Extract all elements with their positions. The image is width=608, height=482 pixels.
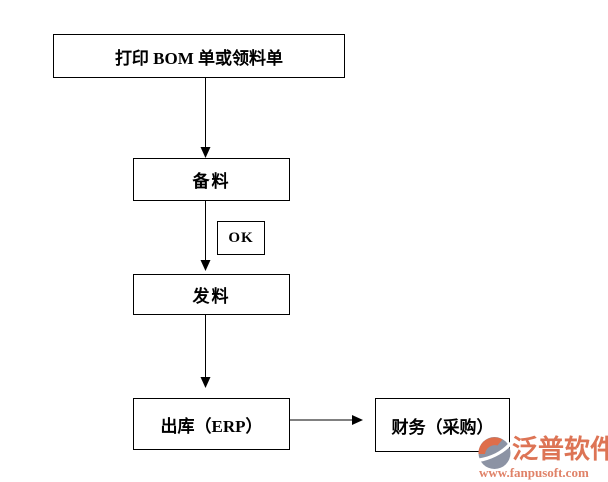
node-print-bom: 打印 BOM 单或领料单 [53, 34, 345, 78]
brand-url: www.fanpusoft.com [479, 465, 589, 480]
arrow-outbound-to-finance [290, 415, 363, 425]
arrow-print-to-prepare [200, 78, 211, 158]
node-issue-material: 发料 [133, 274, 290, 315]
brand-name: 泛普软件 [512, 435, 608, 464]
node-finance-purchase: 财务（采购） [375, 398, 510, 452]
arrow-issue-to-outbound [200, 315, 211, 388]
node-prepare-material-label: 备料 [192, 172, 231, 191]
fanpu-watermark: 泛普软件 www.fanpusoft.com [476, 434, 608, 480]
node-print-bom-label: 打印 BOM 单或领料单 [114, 48, 284, 68]
arrow-prepare-to-issue [200, 201, 211, 271]
node-outbound-erp-label: 出库（ERP） [160, 416, 263, 436]
node-finance-purchase-label: 财务（采购） [391, 417, 494, 437]
node-issue-material-label: 发料 [192, 287, 231, 306]
node-outbound-erp: 出库（ERP） [133, 398, 290, 450]
node-ok-tag: OK [217, 221, 265, 255]
node-ok-tag-label: OK [228, 229, 254, 246]
node-prepare-material: 备料 [133, 158, 290, 201]
fanpu-logo-icon [478, 437, 512, 469]
